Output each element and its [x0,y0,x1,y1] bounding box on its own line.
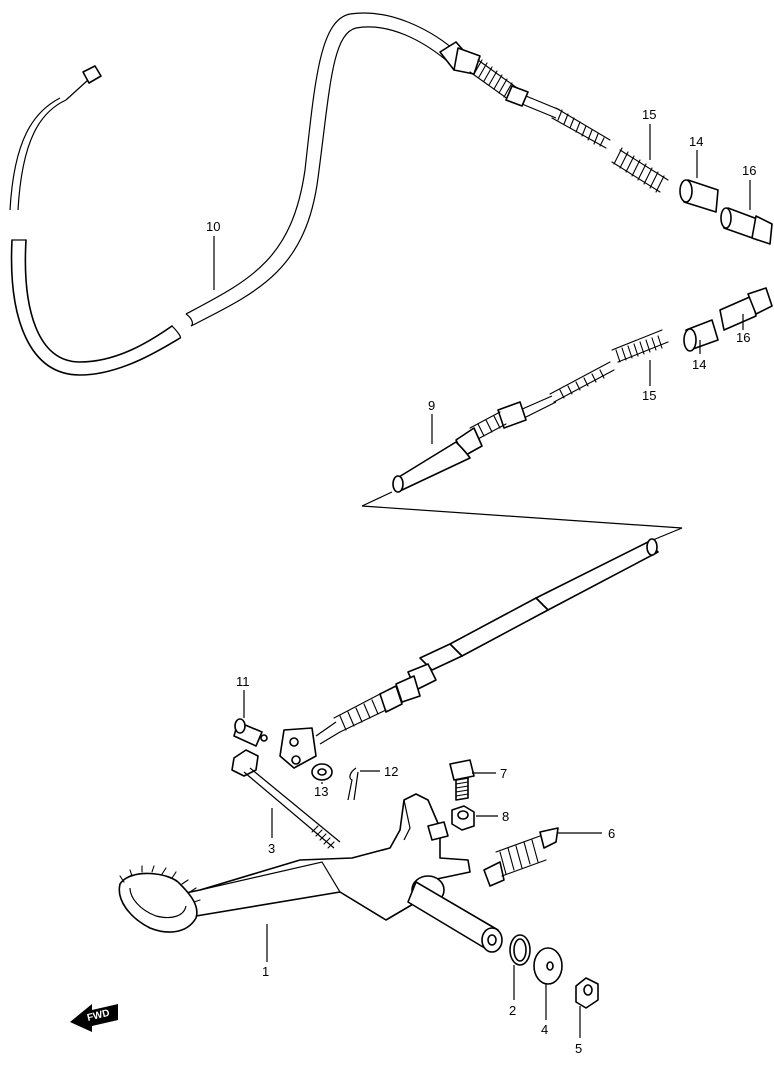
callout-4: 4 [541,1022,548,1037]
fwd-arrow-icon: FWD [70,1004,118,1032]
collar-14-upper [679,179,719,213]
cable-10 [9,12,611,376]
callout-13: 13 [314,784,328,799]
pin-11 [233,718,268,747]
callout-3: 3 [268,841,275,856]
callout-14-upper: 14 [689,134,703,149]
callout-2: 2 [509,1003,516,1018]
callout-10: 10 [206,219,220,234]
callout-15-lower: 15 [642,388,656,403]
callout-14-lower: 14 [692,357,706,372]
fwd-label: FWD [86,1008,111,1024]
callout-1: 1 [262,964,269,979]
callout-numbers: 10 15 14 16 16 14 15 9 11 12 13 7 8 6 3 … [206,107,756,1056]
callout-16-upper: 16 [742,163,756,178]
nut-5 [575,977,599,1009]
callout-8: 8 [502,809,509,824]
callout-11: 11 [236,674,250,689]
cotter-pin-12 [347,767,359,801]
callout-16-lower: 16 [736,330,750,345]
bolt-7 [449,759,475,801]
spring-15-upper [611,147,669,193]
brake-pedal-1 [118,793,503,953]
washer-13 [311,763,333,781]
callout-6: 6 [608,826,615,841]
callout-7: 7 [500,766,507,781]
callout-15-upper: 15 [642,107,656,122]
callout-12: 12 [384,764,398,779]
bolt-16-upper [720,207,773,245]
callout-5: 5 [575,1041,582,1056]
leader-lines [213,124,751,1038]
callout-9: 9 [428,398,435,413]
nut-8 [451,805,475,831]
spring-6 [483,827,559,887]
cable-9 [279,287,773,769]
ring-2 [509,934,531,966]
bolt-3 [231,749,341,849]
washer-4 [533,947,563,985]
